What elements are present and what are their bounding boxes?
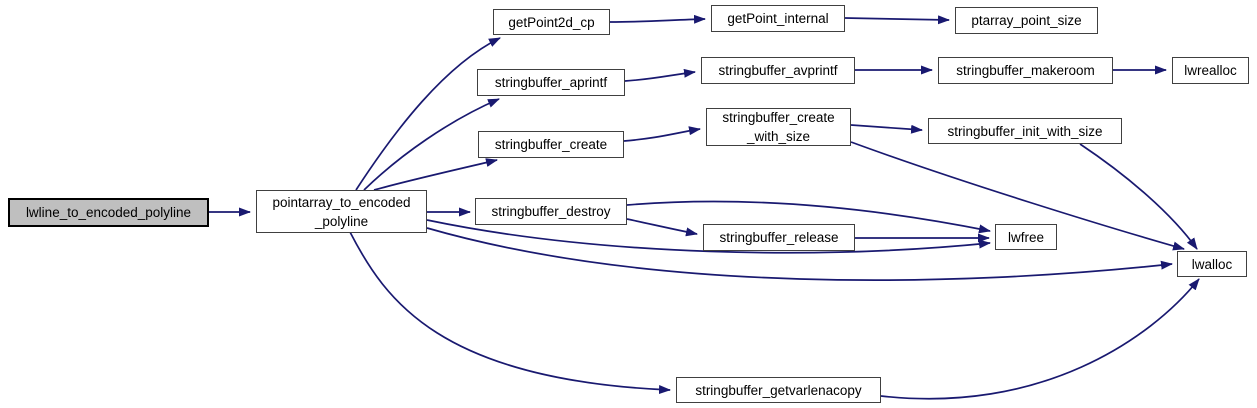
edge-stringbuffer_create-stringbuffer_create_with_size [623, 126, 701, 142]
node-stringbuffer_release[interactable]: stringbuffer_release [703, 224, 855, 251]
edge-stringbuffer_aprintf-stringbuffer_avprintf [624, 68, 696, 82]
node-getPoint_internal[interactable]: getPoint_internal [711, 5, 845, 32]
edge-pointarray_to_encoded_polyline-stringbuffer_aprintf [363, 98, 500, 191]
edge-getPoint_internal-ptarray_point_size [844, 15, 950, 25]
node-lwfree[interactable]: lwfree [995, 224, 1057, 250]
edge-stringbuffer_destroy-lwfree [626, 200, 991, 234]
edge-stringbuffer_init_with_size-lwalloc [1079, 143, 1198, 250]
edge-stringbuffer_destroy-stringbuffer_release [626, 218, 698, 237]
node-stringbuffer_aprintf[interactable]: stringbuffer_aprintf [477, 69, 625, 96]
edge-pointarray_to_encoded_polyline-getPoint2d_cp [355, 37, 501, 191]
edge-stringbuffer_create_with_size-stringbuffer_init_with_size [850, 124, 923, 134]
edge-pointarray_to_encoded_polyline-lwalloc [426, 227, 1173, 281]
node-pointarray_to_encoded_polyline[interactable]: pointarray_to_encoded _polyline [256, 190, 427, 233]
node-stringbuffer_avprintf[interactable]: stringbuffer_avprintf [701, 57, 855, 84]
node-getPoint2d_cp[interactable]: getPoint2d_cp [493, 9, 610, 35]
node-lwrealloc[interactable]: lwrealloc [1172, 57, 1249, 84]
edge-pointarray_to_encoded_polyline-lwfree [426, 219, 991, 254]
node-stringbuffer_makeroom[interactable]: stringbuffer_makeroom [938, 57, 1113, 84]
edge-stringbuffer_create_with_size-lwalloc [850, 141, 1185, 251]
edge-stringbuffer_getvarlenacopy-lwalloc [880, 278, 1200, 400]
edge-pointarray_to_encoded_polyline-stringbuffer_getvarlenacopy [349, 231, 671, 395]
node-stringbuffer_init_with_size[interactable]: stringbuffer_init_with_size [928, 118, 1122, 144]
node-stringbuffer_destroy[interactable]: stringbuffer_destroy [475, 198, 627, 225]
node-ptarray_point_size[interactable]: ptarray_point_size [955, 7, 1098, 34]
edge-pointarray_to_encoded_polyline-stringbuffer_create [373, 158, 498, 191]
node-stringbuffer_create[interactable]: stringbuffer_create [478, 131, 624, 158]
node-lwline_to_encoded_polyline: lwline_to_encoded_polyline [8, 198, 209, 227]
edge-getPoint2d_cp-getPoint_internal [609, 14, 706, 24]
node-lwalloc[interactable]: lwalloc [1177, 251, 1247, 277]
node-stringbuffer_getvarlenacopy[interactable]: stringbuffer_getvarlenacopy [676, 377, 881, 403]
node-stringbuffer_create_with_size[interactable]: stringbuffer_create _with_size [706, 108, 851, 146]
